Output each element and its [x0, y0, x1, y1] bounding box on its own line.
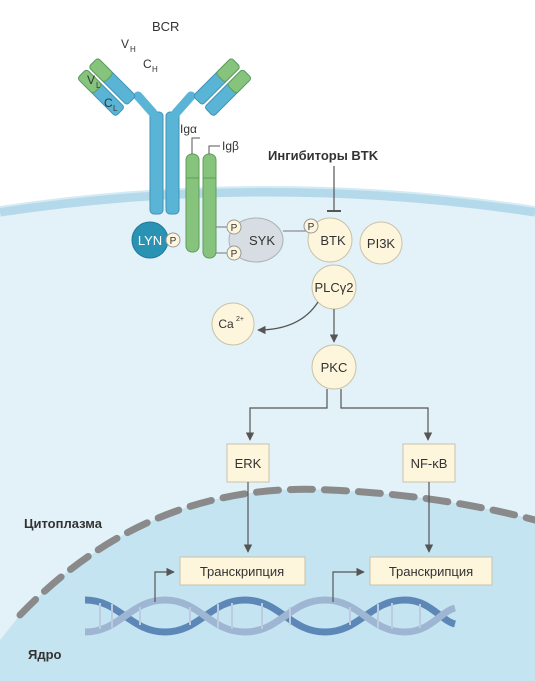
cl-subscript: L: [113, 104, 118, 113]
transcription-left-box: [179, 556, 306, 586]
ig-alpha-label: Igα: [180, 122, 197, 136]
ig-beta-label: Igβ: [222, 139, 239, 153]
btk-node: [307, 217, 353, 263]
pkc-label: PKC: [321, 360, 348, 375]
phospho-syk-top: [226, 219, 242, 235]
cytoplasm-label: Цитоплазма: [24, 516, 103, 531]
syk-label: SYK: [249, 233, 275, 248]
phospho-syk-bottom-label: P: [231, 249, 238, 260]
bcr-label: BCR: [152, 19, 179, 34]
transcription-right-box: [369, 556, 493, 586]
btk-inhibitors-label: Ингибиторы BTK: [268, 148, 379, 163]
ch-label: C: [143, 57, 152, 71]
syk-node: [228, 217, 284, 263]
phospho-lyn: [165, 232, 181, 248]
ig-alpha-chain: [185, 153, 200, 253]
lyn-label: LYN: [138, 233, 162, 248]
calcium-label: Ca: [218, 317, 234, 331]
vl-label: V: [87, 73, 95, 87]
erk-label: ERK: [235, 456, 262, 471]
pi3k-node: [359, 221, 403, 265]
nuclear-envelope: [16, 485, 535, 619]
cell-membrane: [0, 187, 535, 217]
arrow-pkc-erk: [245, 389, 328, 441]
phospho-syk-top-label: P: [231, 223, 238, 234]
pkc-node: [311, 344, 357, 390]
phospho-syk-bottom: [226, 245, 242, 261]
vh-subscript: H: [130, 45, 136, 54]
promoter-arrow-right: [332, 567, 365, 602]
calcium-node: [211, 302, 255, 346]
nucleus-label: Ядро: [28, 647, 62, 662]
dna-helix: [84, 596, 457, 636]
phospho-lyn-label: P: [170, 236, 177, 247]
pi3k-label: PI3K: [367, 236, 396, 251]
plcg2-label: PLCγ2: [314, 280, 353, 295]
vh-label: V: [121, 37, 129, 51]
ch-subscript: H: [152, 65, 158, 74]
cl-label: C: [104, 96, 113, 110]
phospho-btk-label: P: [308, 222, 315, 233]
nfkb-node: [402, 443, 456, 483]
b-cell-receptor: [78, 58, 251, 259]
transcription-left-label: Транскрипция: [200, 564, 284, 579]
nfkb-label: NF-κB: [411, 456, 448, 471]
phospho-btk: [303, 218, 319, 234]
vl-subscript: L: [96, 81, 101, 90]
promoter-arrow-left: [154, 567, 175, 602]
btk-label: BTK: [320, 233, 346, 248]
calcium-superscript: 2+: [236, 316, 244, 323]
arrow-plcg2-calcium: [257, 301, 319, 335]
ig-beta-chain: [202, 153, 217, 259]
transcription-right-label: Транскрипция: [389, 564, 473, 579]
arrow-pkc-nfkb: [340, 389, 433, 441]
